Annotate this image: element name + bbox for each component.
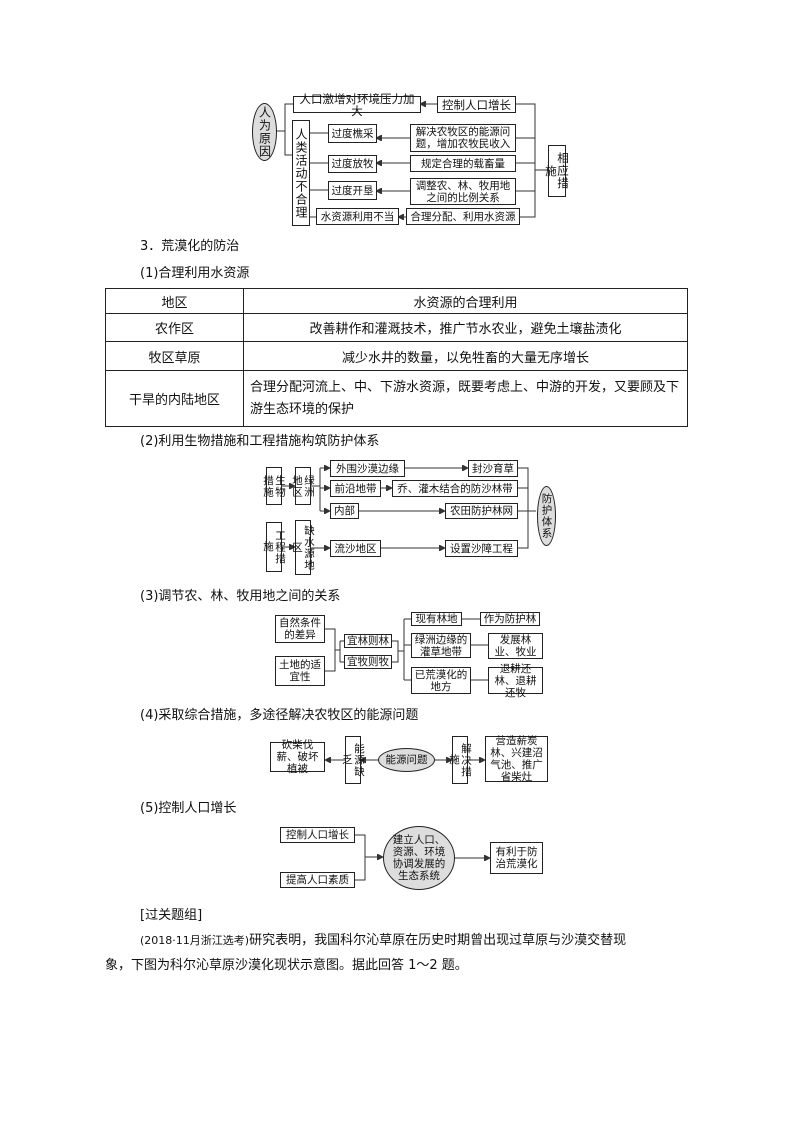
table-header: 地区 [105,288,244,314]
return-farmland-box: 退耕还林、退耕还牧 [488,663,543,699]
bio-measures-box: 生物措施 [262,467,286,505]
table-row: 干旱的内陆地区合理分配河流上、中、下游水资源，既要考虑上、中游的开发，又要顾及下… [105,370,688,427]
pop-pressure-box: 人口激增对环境压力加大 [293,93,421,117]
desertified-box: 已荒漠化的地方 [411,667,471,694]
shelterbelt-box: 乔、灌木结合的防沙林带 [392,480,518,497]
table-row: 牧区草原减少水井的数量，以免牲畜的大量无序增长 [105,341,688,371]
actions-box: 营造薪炭林、兴建沼气池、推广省柴灶 [485,735,548,783]
water-misuse-box: 水资源利用不当 [316,208,399,225]
human-activity-box: 人类活动不合理 [292,120,310,226]
front-zone-box: 前沿地带 [330,480,381,497]
control-pop-box-2: 控制人口增长 [280,827,355,843]
control-pop-box: 控制人口增长 [437,96,516,113]
measure-energy-box: 解决农牧区的能源问题，增加农牧民收入 [410,124,516,152]
land-suit-box: 土地的适宜性 [275,656,325,686]
firewood-box: 砍柴伐薪、破坏植被 [270,739,325,775]
overcutting-box: 过度樵采 [328,124,377,143]
exercise-group-label: [过关题组] [140,908,203,923]
question-line-1: (2018·11月浙江选考)研究表明，我国科尔沁草原在历史时期曾出现过草原与沙漠… [140,933,627,948]
protection-system-oval: 防护体系 [537,486,556,546]
subheading-5: (5)控制人口增长 [140,801,237,816]
table-row: 农作区改善耕作和灌溉技术，推广节水农业，避免土壤盐渍化 [105,313,688,342]
eng-measures-box: 工程措施 [262,522,286,572]
graze-fit-box: 宜牧则牧 [344,655,392,669]
cause-oval: 人为原因 [252,103,277,161]
protective-forest-box: 作为防护林 [480,612,540,626]
question-source: (2018·11月浙江选考) [140,934,250,947]
energy-problem-oval: 能源问题 [378,748,435,772]
section-heading: 3．荒漠化的防治 [140,239,240,254]
subheading-3: (3)调节农、林、牧用地之间的关系 [140,589,341,604]
measure-livestock-box: 规定合理的载畜量 [410,155,516,172]
natural-diff-box: 自然条件的差异 [275,615,325,643]
improve-quality-box: 提高人口素质 [280,872,355,888]
subheading-4: (4)采取综合措施，多途径解决农牧区的能源问题 [140,708,419,723]
table-header: 水资源的合理利用 [243,288,688,314]
measures-box: 相应措施 [544,145,570,197]
water-scarce-box: 缺水源地区 [291,520,315,575]
interior-box: 内部 [330,503,359,519]
subheading-1: (1)合理利用水资源 [140,266,250,281]
result-box: 有利于防治荒漠化 [490,842,543,874]
sand-enclosure-box: 封沙育草 [468,460,518,477]
measure-landuse-box: 调整农、林、牧用地之间的比例关系 [410,178,516,205]
oasis-box: 绿洲地区 [291,467,315,505]
forest-fit-box: 宜林则林 [344,634,392,648]
eco-system-circle: 建立人口、资源、环境协调发展的生态系统 [383,826,455,890]
question-line-2: 象，下图为科尔沁草原沙漠化现状示意图。据此回答 1～2 题。 [105,958,468,973]
energy-lack-box: 能源缺乏 [341,736,365,784]
water-resource-table: 地区水资源的合理利用 农作区改善耕作和灌溉技术，推广节水农业，避免土壤盐渍化 牧… [105,288,688,427]
oasis-edge-box: 绿洲边缘的灌草地带 [411,633,471,658]
measure-water-box: 合理分配、利用水资源 [406,208,520,225]
sand-barrier-box: 设置沙障工程 [445,540,518,557]
outer-desert-box: 外围沙漠边缘 [330,460,405,477]
overcultivation-box: 过度开垦 [328,181,377,200]
develop-forestry-box: 发展林业、牧业 [488,633,543,659]
subheading-2: (2)利用生物措施和工程措施构筑防护体系 [140,434,380,449]
solution-box: 解决措施 [448,736,472,784]
quicksand-box: 流沙地区 [330,540,381,557]
existing-forest-box: 现有林地 [411,612,462,626]
overgrazing-box: 过度放牧 [328,155,377,173]
farmland-forest-box: 农田防护林网 [445,503,518,519]
